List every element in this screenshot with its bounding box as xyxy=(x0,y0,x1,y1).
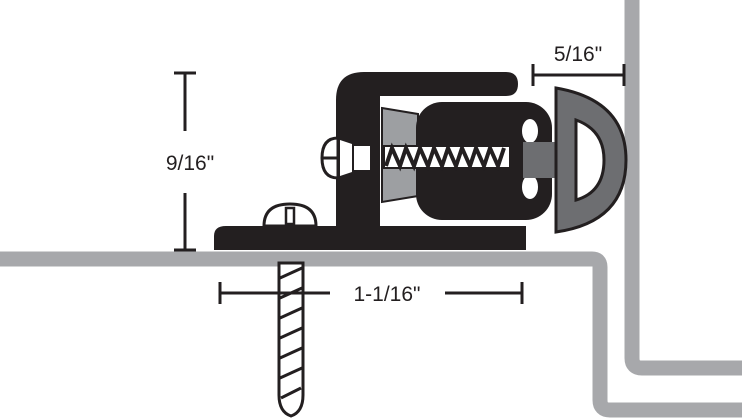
adjustment-screw xyxy=(320,136,511,180)
door-jamb xyxy=(624,0,742,376)
bracket-screw xyxy=(262,202,318,228)
mounting-bracket xyxy=(214,72,526,250)
dimension-height-label: 9/16" xyxy=(166,152,214,175)
threshold-surface xyxy=(0,251,742,418)
wood-screw xyxy=(277,261,305,418)
dimension-height: 9/16" xyxy=(166,71,214,252)
rubber-bumper-seal xyxy=(523,86,628,234)
dimension-offset: 5/16" xyxy=(531,43,626,86)
dimension-offset-label: 5/16" xyxy=(554,43,602,66)
dimension-width: 1-1/16" xyxy=(218,282,524,306)
dimension-width-label: 1-1/16" xyxy=(354,283,421,306)
